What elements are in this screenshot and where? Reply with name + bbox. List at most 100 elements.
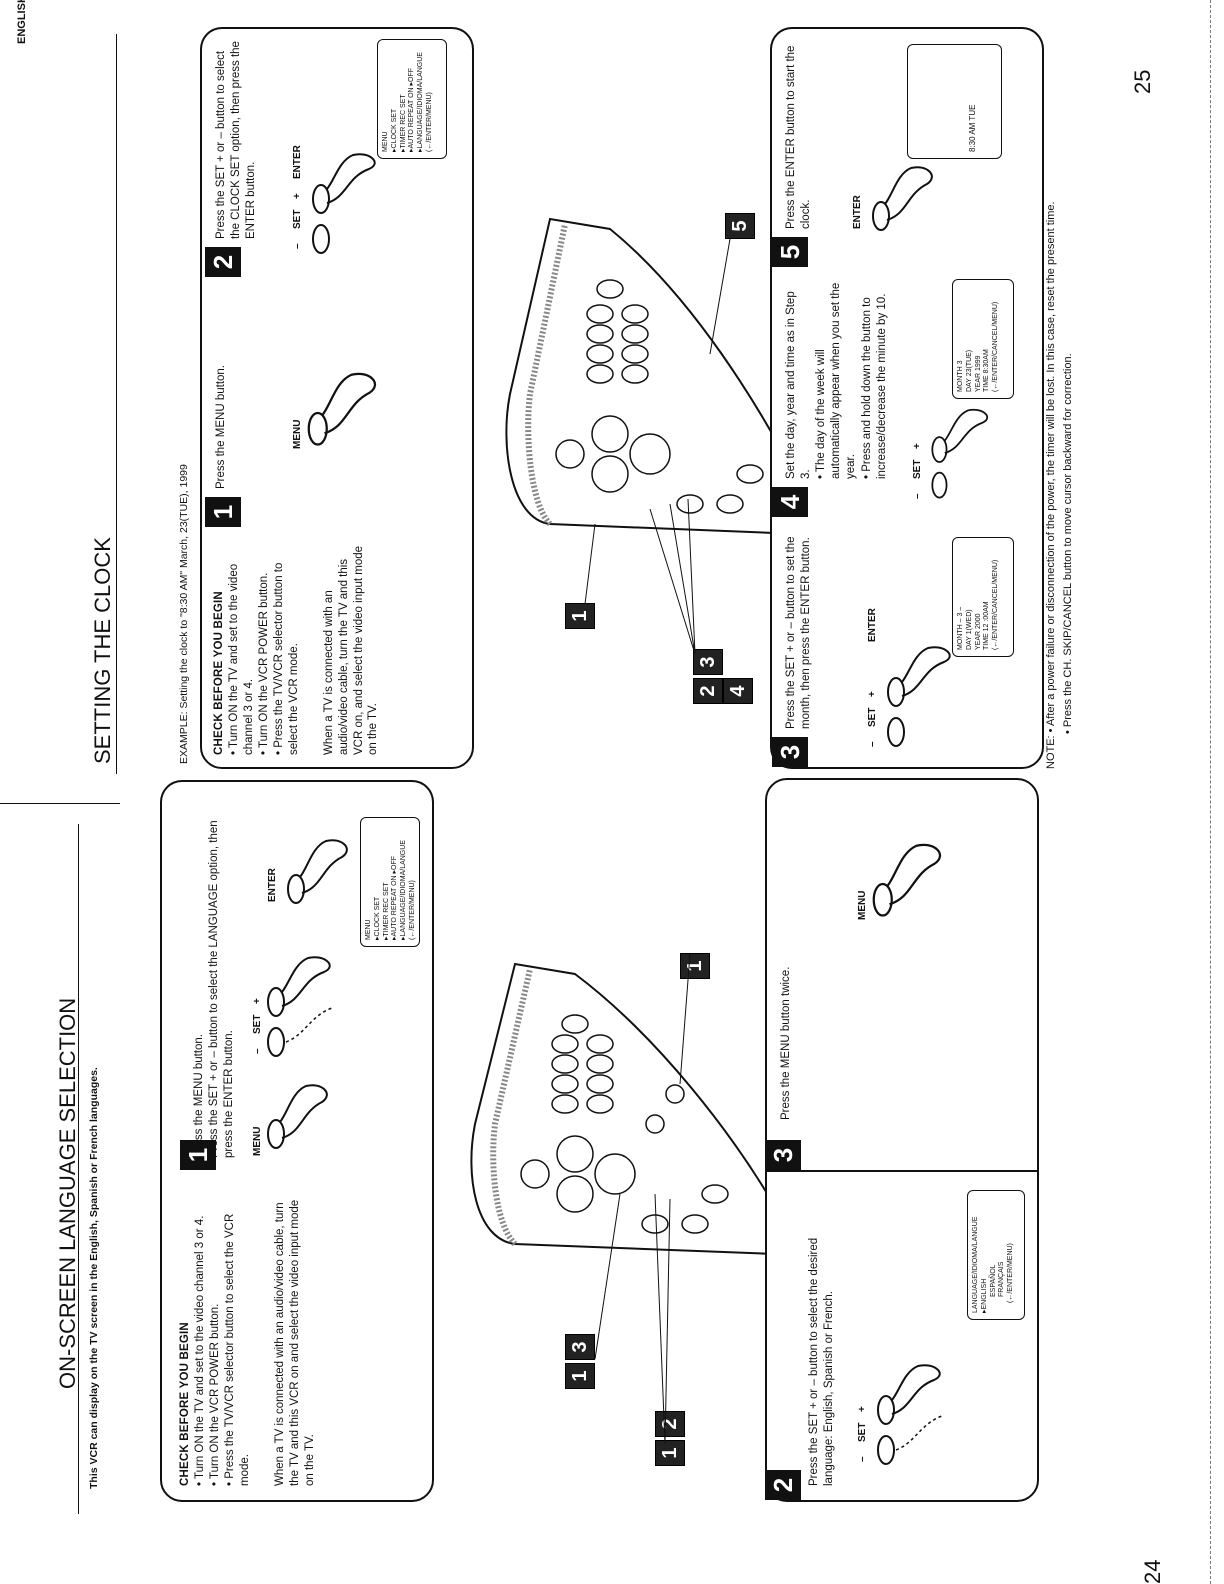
step3-text: Press the SET + or – button to set the m… — [785, 536, 812, 729]
menu-line: (←/ENTER/MENU) — [1007, 1243, 1014, 1303]
menu-line: ▸CLOCK SET — [373, 896, 381, 940]
hand-set-icon — [267, 956, 333, 1057]
minus-label: – — [292, 243, 303, 249]
minus-label: – — [857, 1456, 868, 1462]
page-subtitle-language: This VCR can display on the TV screen in… — [88, 1067, 100, 1489]
right-step4-box: Set the day, year and time as in Step 3.… — [770, 267, 1044, 519]
menu-screen-month: MONTH – 3 – DAY 1(WED) YEAR 2000 TIME 12… — [952, 537, 1014, 657]
right-check-box: CHECK BEFORE YOU BEGIN • Turn ON the TV … — [200, 525, 474, 769]
menu-line: MONTH 3 — [957, 360, 964, 393]
check-content: CHECK BEFORE YOU BEGIN • Turn ON the TV … — [212, 537, 381, 755]
menu-line: LANGUAGE/IDIOMA/LANGUE — [972, 1216, 979, 1313]
menu-line: TIME 8:30AM — [983, 349, 991, 392]
check-line: • Press the TV/VCR selector button to se… — [223, 1213, 251, 1486]
set-label: SET — [857, 1422, 868, 1442]
step3-badge: 3 — [772, 737, 808, 767]
set-label: SET — [867, 707, 878, 727]
menu-screen-date: MONTH 3 DAY 23(TUE) YEAR 1999 TIME 8:30A… — [952, 279, 1014, 399]
enter-label: ENTER — [267, 868, 278, 902]
menu-screen-clock: MENU ▸CLOCK SET ▸TIMER REC SET ▸AUTO REP… — [377, 39, 447, 159]
check-heading: CHECK BEFORE YOU BEGIN — [179, 1322, 191, 1486]
hand-press-icon — [872, 843, 942, 917]
enter-label: ENTER — [292, 145, 303, 179]
step3-badge: 3 — [765, 1140, 801, 1170]
page-title-language: ON-SCREEN LANGUAGE SELECTION — [55, 997, 80, 1389]
step1-text: Press the MENU button. — [215, 365, 227, 489]
menu-line: ▸CLOCK SET — [390, 108, 398, 152]
minus-label: – — [867, 741, 878, 747]
check-note: When a TV is connected with an audio/vid… — [322, 545, 380, 755]
menu-line: (←/ENTER/MENU) — [425, 92, 433, 152]
clock-display: 8:30 AM TUE — [968, 104, 977, 152]
menu-line: (←/ENTER/CANCEL/MENU) — [992, 301, 999, 392]
left-check-box: CHECK BEFORE YOU BEGIN • Turn ON the TV … — [160, 1168, 434, 1502]
step2-badge: 2 — [765, 1470, 801, 1500]
right-step5-box: Press the ENTER button to start the cloc… — [770, 27, 1044, 269]
set-label: SET — [912, 459, 923, 479]
plus-label: + — [857, 1406, 868, 1412]
step4-text: • The day of the week will automatically… — [815, 282, 857, 479]
hand-enter-icon — [287, 839, 348, 904]
step2-text: Press the SET + or – button to select th… — [215, 41, 257, 239]
menu-line: ESPAÑOL — [989, 1264, 997, 1297]
remote-control-right — [505, 217, 812, 536]
menu-line: MONTH – 3 – — [957, 606, 964, 650]
check-heading: CHECK BEFORE YOU BEGIN — [213, 591, 225, 755]
menu-line: ▸ENGLISH — [980, 1278, 988, 1313]
remote-control-left — [470, 962, 787, 1256]
step4-text: Set the day, year and time as in Step 3. — [785, 291, 812, 479]
check-content: CHECK BEFORE YOU BEGIN • Turn ON the TV … — [178, 1186, 318, 1486]
step2-text: Press the SET + or – button to select th… — [808, 1237, 835, 1486]
hand-set-icon — [887, 646, 951, 747]
menu-line: YEAR 2000 — [974, 613, 982, 650]
header-vertical-rule — [0, 803, 120, 804]
note-line-2: • Press the CH. SKIP/CANCEL button to mo… — [1062, 353, 1074, 734]
note-line-1: NOTE: • After a power failure or disconn… — [1045, 201, 1057, 769]
menu-line: ▸TIMER REC SET — [382, 882, 390, 940]
tv-screen-clock: 8:30 AM TUE — [907, 44, 1002, 159]
hand-press-icon — [267, 1084, 328, 1149]
plus-label: + — [292, 193, 303, 199]
check-line: • Turn ON the TV and set to the video ch… — [193, 1215, 206, 1486]
step4-text: • Press and hold down the button to incr… — [861, 293, 888, 479]
menu-line: MENU — [365, 919, 372, 940]
menu-line: FRANÇAIS — [998, 1261, 1006, 1297]
check-line: • Turn ON the VCR POWER button. — [257, 572, 270, 755]
menu-line: DAY 23(TUE) — [965, 349, 973, 392]
right-step1-box: Press the MENU button. MENU — [200, 277, 474, 529]
page-number-right: 25 — [1130, 69, 1155, 94]
hand-press-icon — [872, 166, 933, 231]
step5-text: Press the ENTER button to start the cloc… — [785, 45, 812, 229]
left-step1-box: Press the MENU button. Press the SET + o… — [160, 780, 434, 1172]
menu-line: TIME 12 :00AM — [983, 601, 991, 650]
menu-line: ▸TIMER REC SET — [399, 94, 407, 152]
menu-line: ▸LANGUAGE/IDIOMA/LANGUE — [400, 840, 407, 940]
step1-text2: Press the SET + or – button to select th… — [208, 820, 235, 1158]
left-step2-box: Press the SET + or – button to select th… — [765, 1168, 1039, 1502]
step3-text: Press the MENU button twice. — [780, 966, 792, 1120]
minus-label: – — [912, 493, 923, 499]
menu-screen-language: MENU ▸CLOCK SET ▸TIMER REC SET ▸AUTO REP… — [360, 817, 420, 947]
menu-line: MENU — [382, 131, 389, 152]
language-badge: ENGLISH — [16, 0, 28, 44]
right-step2-box: Press the SET + or – button to select th… — [200, 27, 474, 279]
step2-badge: 2 — [205, 247, 241, 277]
hand-set-icon — [931, 408, 989, 499]
enter-label: ENTER — [867, 608, 878, 642]
menu-line: YEAR 1999 — [974, 355, 982, 392]
callout-lines-left — [594, 953, 691, 1444]
page-title-clock: SETTING THE CLOCK — [90, 537, 115, 764]
step5-badge: 5 — [772, 237, 808, 267]
menu-line: ▸AUTO REPEAT ON ▸OFF — [408, 67, 416, 152]
hand-set-icon — [312, 153, 376, 254]
hand-press-icon — [307, 372, 377, 446]
check-line: • Turn ON the VCR POWER button. — [208, 1303, 221, 1486]
left-step3-box: Press the MENU button twice. MENU — [765, 778, 1039, 1172]
check-note: When a TV is connected with an audio/vid… — [273, 1199, 316, 1486]
step1-text: Press the MENU button. — [193, 1034, 205, 1158]
enter-label: ENTER — [852, 195, 863, 229]
menu-line: ▸LANGUAGE/IDIOMA/LANGUE — [417, 52, 424, 152]
step1-badge: 1 — [180, 1140, 216, 1170]
menu-line: (←/ENTER/MENU) — [408, 880, 416, 940]
menu-line: DAY 1(WED) — [965, 609, 973, 650]
